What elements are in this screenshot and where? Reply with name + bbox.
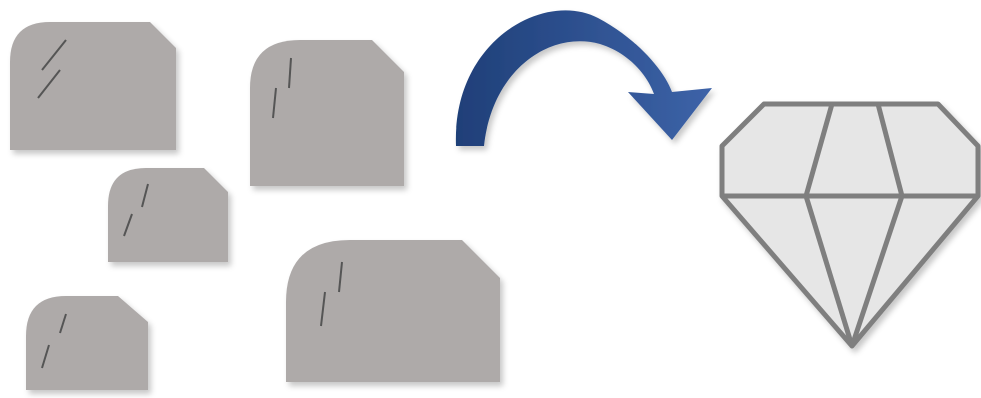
rough-stone-icon	[250, 40, 404, 186]
rough-stone-icon	[26, 296, 148, 390]
curved-arrow-icon	[456, 10, 712, 146]
rough-stones-group	[10, 22, 500, 390]
rough-stone-icon	[10, 22, 176, 150]
diamond-icon	[722, 104, 978, 346]
rough-stone-icon	[108, 168, 228, 262]
rough-stone-icon	[286, 240, 500, 382]
